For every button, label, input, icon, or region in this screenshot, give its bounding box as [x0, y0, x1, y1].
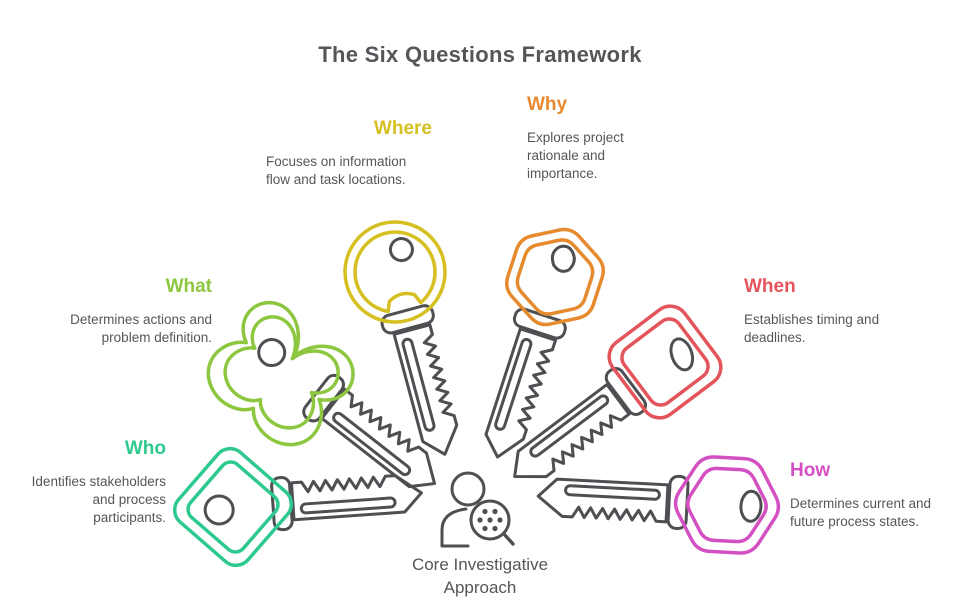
question-block-when: When Establishes timing and deadlines. [744, 276, 920, 347]
question-label-why: Why [527, 94, 568, 115]
key-what [195, 292, 437, 489]
question-label-when: When [744, 276, 796, 297]
question-description-who: Identifies stakeholders and process part… [31, 474, 166, 525]
question-description-how: Determines current and future process st… [790, 496, 932, 529]
page-title: The Six Questions Framework [318, 42, 642, 67]
person-body [440, 507, 470, 548]
keyhole-icon [203, 494, 235, 526]
lens-dots [477, 508, 503, 532]
question-block-why: Why Explores project rationale and impor… [527, 94, 659, 182]
keyhole-icon [388, 237, 414, 263]
key-head-outer [343, 220, 447, 324]
question-label-who: Who [124, 438, 166, 459]
key-when [513, 304, 723, 479]
question-description-why: Explores project rationale and importanc… [527, 130, 624, 181]
key-shaft [536, 474, 690, 530]
key-head-outer [673, 455, 781, 555]
key-head-outer [607, 304, 723, 420]
question-block-what: What Determines actions and problem defi… [28, 276, 212, 347]
magnifier-lens [469, 499, 511, 541]
key-head-inner [215, 308, 347, 438]
question-block-how: How Determines current and future proces… [790, 460, 968, 531]
keyhole-icon [667, 336, 696, 373]
key-shaft [380, 304, 459, 456]
key-head-inner [686, 467, 768, 543]
key-how [536, 448, 781, 555]
keyhole-icon [257, 338, 287, 368]
key-shaft [513, 367, 647, 479]
question-label-how: How [790, 460, 831, 481]
center-caption: Core Investigative Approach [411, 555, 549, 597]
key-where [343, 220, 459, 456]
key-head-inner [353, 230, 437, 314]
person-head [450, 471, 486, 507]
key-head-outer [504, 227, 606, 327]
keyhole-icon [739, 489, 763, 523]
question-description-where: Focuses on information flow and task loc… [266, 154, 407, 187]
question-block-who: Who Identifies stakeholders and process … [6, 438, 166, 526]
key-why [484, 227, 606, 459]
key-head-inner [184, 458, 283, 557]
person-magnifier-icon [440, 471, 515, 548]
keyhole-icon [550, 244, 576, 273]
question-block-where: Where Focuses on information flow and ta… [266, 118, 432, 189]
magnifier-handle [502, 532, 515, 546]
key-head-inner [617, 314, 713, 410]
key-shaft [484, 307, 567, 459]
question-label-what: What [165, 276, 212, 297]
key-head-outer [195, 292, 364, 459]
question-description-when: Establishes timing and deadlines. [744, 312, 880, 345]
key-head-inner [510, 230, 600, 324]
question-label-where: Where [373, 118, 432, 139]
key-head-outer [172, 446, 294, 568]
question-description-what: Determines actions and problem definitio… [70, 312, 212, 345]
key-shaft [270, 474, 423, 532]
